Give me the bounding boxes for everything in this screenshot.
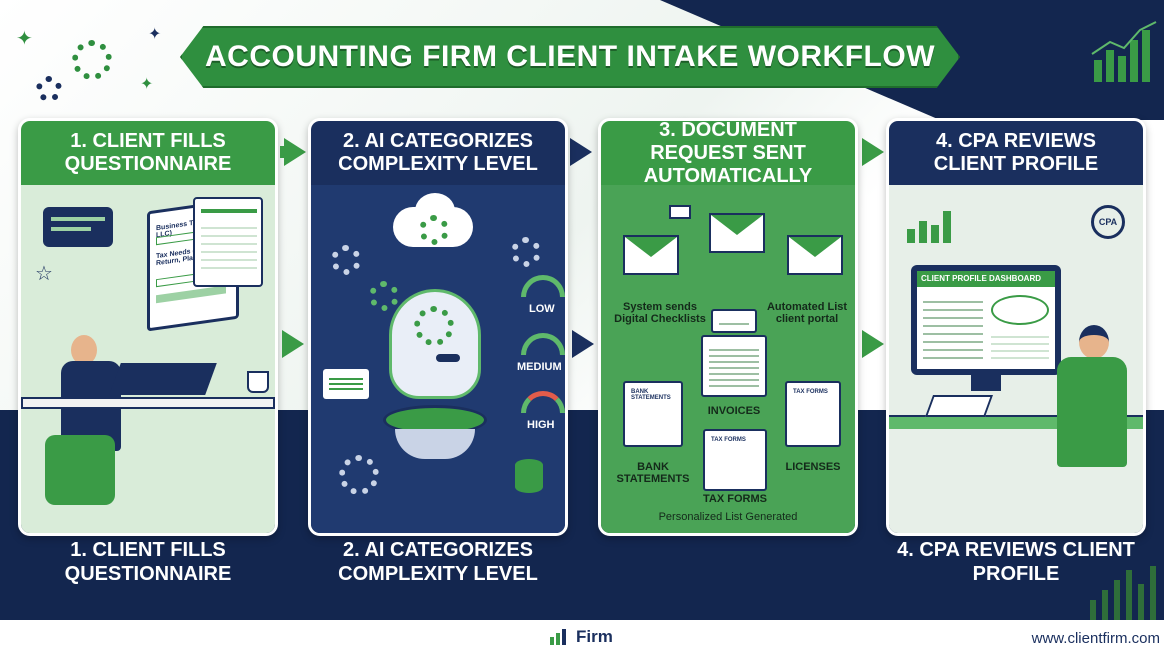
gear-icon <box>369 281 399 311</box>
brand[interactable]: Firm <box>548 627 613 647</box>
chair <box>45 435 115 505</box>
doc-mini-tax: TAX FORMS <box>793 389 828 395</box>
step-card-4: 4. CPA REVIEWS CLIENT PROFILE CPA CLIENT… <box>886 118 1146 536</box>
robot-head-icon <box>389 289 481 399</box>
cpa-badge: CPA <box>1091 205 1125 239</box>
document-icon <box>711 309 757 333</box>
bar-chart-icon <box>907 211 951 243</box>
arrow-icon <box>572 330 594 358</box>
step-1-header: 1. CLIENT FILLS QUESTIONNAIRE <box>21 121 275 185</box>
laptop-keyboard <box>109 363 217 395</box>
document-icon-tax: TAX FORMS <box>703 429 767 491</box>
step-3-illustration: System sends Digital Checklists Automate… <box>601 185 855 533</box>
step-2-illustration: LOW MEDIUM HIGH <box>311 185 565 533</box>
document-icon-licenses: TAX FORMS <box>785 381 841 447</box>
step-card-3: 3. DOCUMENT REQUEST SENT AUTOMATICALLY S… <box>598 118 858 536</box>
note-personalized-list: Personalized List Generated <box>658 511 798 523</box>
arrow-icon <box>570 138 592 166</box>
chat-bubble-icon <box>43 207 113 247</box>
sparkle-icon: ✦ <box>148 26 162 43</box>
star-icon: ☆ <box>35 263 53 285</box>
brand-name: Firm <box>576 627 613 646</box>
logo-icon <box>550 629 566 645</box>
infographic-canvas: ✦ ✦ ✦ ACCOUNTING FIRM CLIENT INTAKE WORK… <box>0 0 1164 620</box>
document-icon-invoices <box>701 335 767 397</box>
sparkle-icon: ✦ <box>140 76 154 93</box>
envelope-icon <box>623 235 679 275</box>
doc-mini-bank: BANK STATEMENTS <box>631 389 671 401</box>
dashboard-monitor: CLIENT PROFILE DASHBOARD <box>911 265 1061 375</box>
gauge-icon-high <box>521 391 565 413</box>
doc-licenses: LICENSES <box>785 461 841 473</box>
step-4-header: 4. CPA REVIEWS CLIENT PROFILE <box>889 121 1143 185</box>
level-medium: MEDIUM <box>517 361 562 373</box>
note-client-portal: Automated List client portal <box>766 301 848 325</box>
arrow-icon <box>862 138 884 166</box>
doc-invoices: INVOICES <box>707 405 761 417</box>
desk <box>21 397 275 409</box>
document-icon-bank: BANK STATEMENTS <box>623 381 683 447</box>
arrow-icon <box>862 330 884 358</box>
gear-icon <box>511 237 541 267</box>
step-1-illustration: ☆ Business Type (e.g. LLC) Tax Needs (e.… <box>21 185 275 533</box>
envelope-icon <box>709 213 765 253</box>
step-4-illustration: CPA CLIENT PROFILE DASHBOARD <box>889 185 1143 533</box>
title-banner: ACCOUNTING FIRM CLIENT INTAKE WORKFLOW <box>180 26 960 88</box>
sparkle-icon: ✦ <box>16 28 33 50</box>
bar-chart-icon <box>1091 21 1157 82</box>
envelope-icon <box>669 205 691 219</box>
doc-mini-tax-2: TAX FORMS <box>711 437 746 443</box>
note-digital-checklists: System sends Digital Checklists <box>614 301 706 325</box>
gauge-icon-medium <box>521 333 565 355</box>
database-icon <box>515 459 543 493</box>
step-card-1: 1. CLIENT FILLS QUESTIONNAIRE ☆ Business… <box>18 118 278 536</box>
dashboard-title: CLIENT PROFILE DASHBOARD <box>917 271 1055 287</box>
step-1-caption: 1. CLIENT FILLS QUESTIONNAIRE <box>64 539 232 585</box>
gear-icon <box>331 245 361 275</box>
step-card-2: 2. AI CATEGORIZES COMPLEXITY LEVEL <box>308 118 568 536</box>
list-panel-icon <box>323 369 369 399</box>
step-2-caption: 2. AI CATEGORIZES COMPLEXITY LEVEL <box>338 539 538 585</box>
step-3-header: 3. DOCUMENT REQUEST SENT AUTOMATICALLY <box>601 121 855 187</box>
envelope-icon <box>787 235 843 275</box>
person-icon <box>1079 325 1109 359</box>
coffee-cup-icon <box>247 371 269 393</box>
person-icon <box>71 335 97 365</box>
doc-tax-forms: TAX FORMS <box>703 493 767 505</box>
gear-icon <box>36 76 62 102</box>
arrow-icon <box>284 138 306 166</box>
website-url[interactable]: www.clientfirm.com <box>1031 630 1160 647</box>
gauge-icon-low <box>521 275 565 297</box>
arrow-shaft <box>280 146 286 158</box>
step-2-header: 2. AI CATEGORIZES COMPLEXITY LEVEL <box>311 121 565 185</box>
gear-icon <box>339 455 379 495</box>
tablet-icon <box>924 395 994 417</box>
page-title: ACCOUNTING FIRM CLIENT INTAKE WORKFLOW <box>204 40 936 73</box>
gear-icon <box>419 215 449 245</box>
footer <box>0 620 1164 655</box>
gear-icon <box>72 40 112 80</box>
step-4-caption: 4. CPA REVIEWS CLIENT PROFILE <box>897 539 1135 585</box>
form-window <box>193 197 263 287</box>
level-low: LOW <box>529 303 555 315</box>
arrow-icon <box>282 330 304 358</box>
person-body <box>1057 357 1127 467</box>
doc-bank-statements: BANK STATEMENTS <box>616 461 690 485</box>
level-high: HIGH <box>527 419 555 431</box>
bar-chart-icon <box>1090 566 1156 620</box>
